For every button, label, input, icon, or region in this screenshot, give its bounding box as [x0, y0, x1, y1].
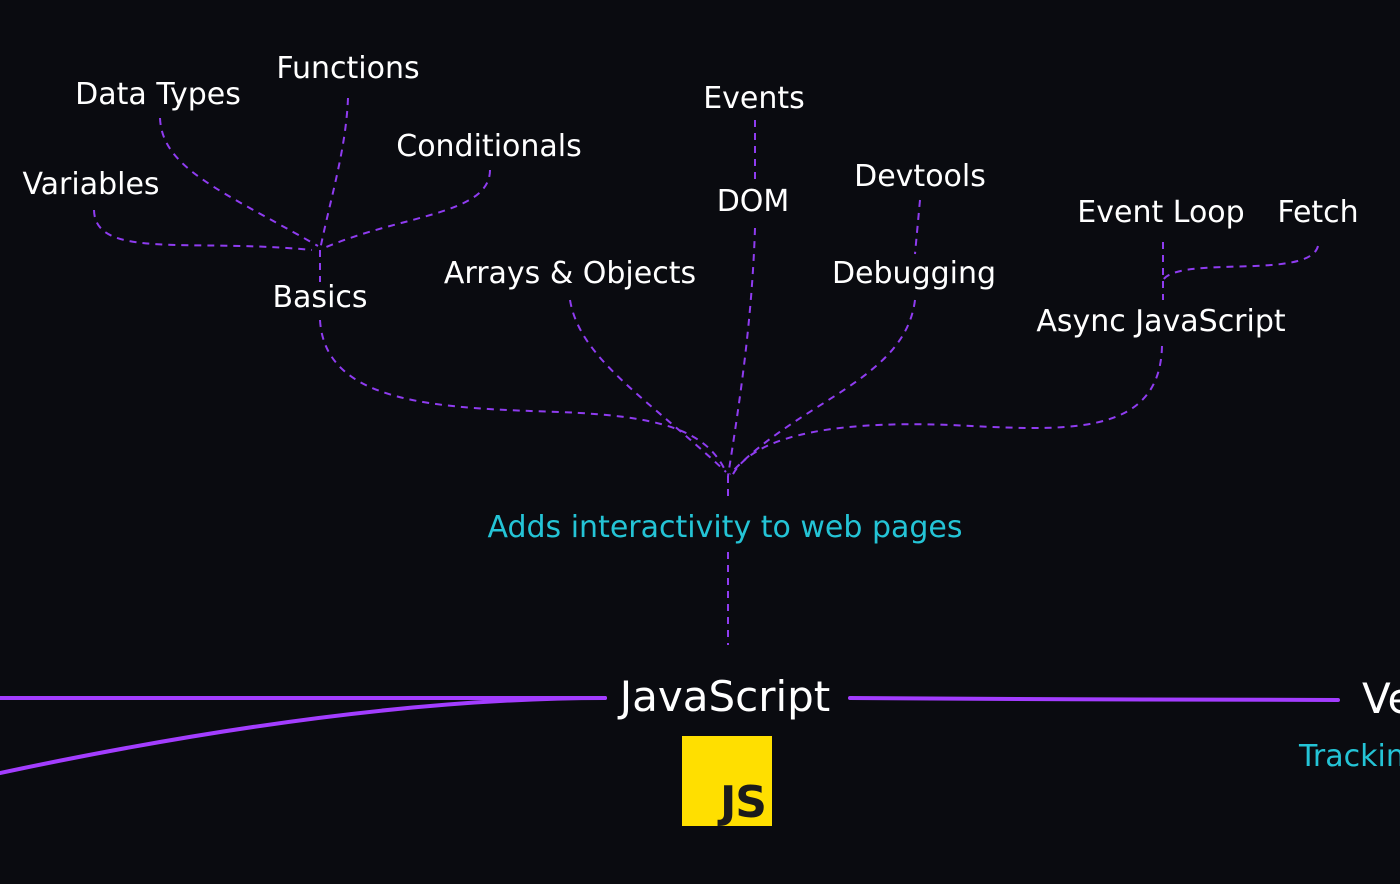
main-lines — [0, 696, 1340, 775]
topic-arrays-objects: Arrays & Objects — [443, 256, 697, 291]
topic-fetch: Fetch — [1277, 195, 1359, 230]
connector-devtools — [914, 199, 921, 255]
connector-debugging — [729, 299, 916, 475]
topic-conditionals: Conditionals — [396, 129, 582, 164]
javascript-description: Adds interactivity to web pages — [487, 510, 963, 545]
topic-functions: Functions — [276, 51, 420, 86]
connector-basics — [319, 319, 726, 471]
connector-arrays-objects — [569, 299, 727, 473]
connector-async — [731, 345, 1163, 477]
connector-fetch — [1162, 245, 1319, 281]
next-node-description-partial: Trackin — [1299, 739, 1400, 774]
topic-events: Events — [703, 81, 805, 116]
main-line-left-curve — [0, 696, 607, 775]
topic-async-javascript: Async JavaScript — [1036, 304, 1286, 339]
js-logo-text: JS — [719, 777, 767, 828]
next-node-partial: Ve — [1362, 674, 1400, 723]
js-logo: JS — [682, 736, 772, 826]
dashed-connectors — [93, 97, 1319, 645]
connector-functions — [319, 97, 349, 251]
topic-variables: Variables — [22, 167, 160, 202]
connector-variables — [93, 209, 313, 251]
topic-event-loop: Event Loop — [1077, 195, 1245, 230]
topic-debugging: Debugging — [831, 256, 997, 291]
main-node-javascript: JavaScript — [619, 672, 831, 721]
main-line-right — [848, 696, 1340, 702]
topic-basics: Basics — [272, 280, 368, 315]
connector-data-types — [159, 117, 319, 247]
topic-dom: DOM — [716, 184, 790, 219]
connector-conditionals — [323, 169, 491, 249]
topic-data-types: Data Types — [75, 77, 241, 112]
connector-dom — [727, 227, 756, 477]
topic-devtools: Devtools — [854, 159, 986, 194]
